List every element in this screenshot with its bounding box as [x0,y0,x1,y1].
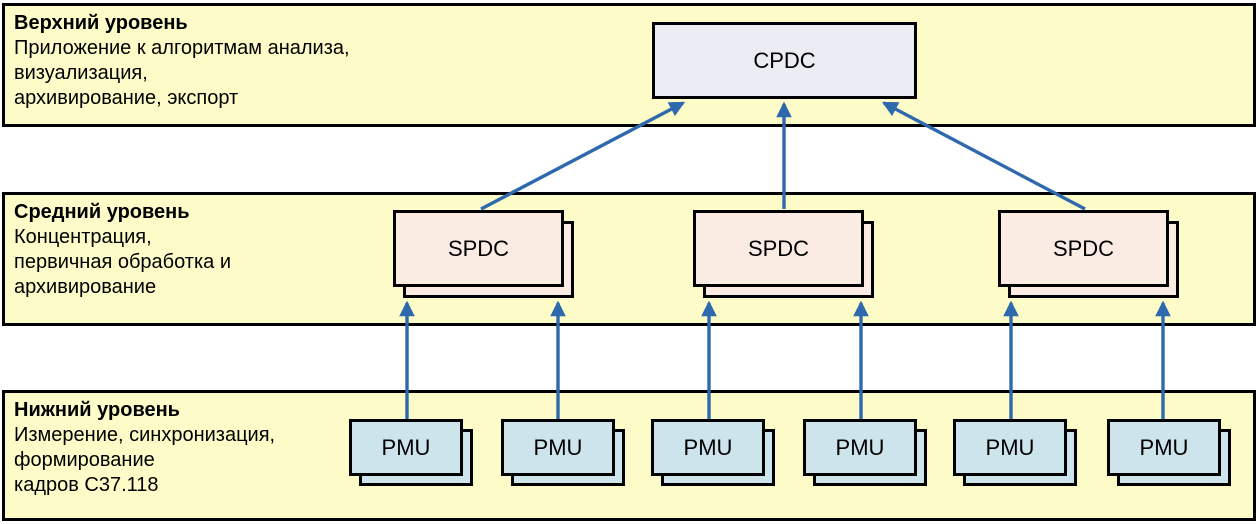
pmu-node-2: PMU [501,419,615,476]
level-title: Верхний уровень [14,12,188,34]
level-description-line: Приложение к алгоритмам анализа, [14,37,350,59]
level-description-line: первичная обработка и [14,251,232,273]
level-description-line: Концентрация, [14,226,152,248]
level-title: Средний уровень [14,201,190,223]
level-title: Нижний уровень [14,399,180,421]
level-description-line: визуализация, [14,62,148,84]
level-band-lower-text: Нижний уровень Измерение, синхронизация,… [14,398,275,498]
spdc-node-3: SPDC [998,210,1169,287]
level-description-line: архивирование, экспорт [14,87,239,109]
level-band-upper: Верхний уровень Приложение к алгоритмам … [2,3,1256,127]
level-description-line: кадров C37.118 [14,474,159,496]
level-band-middle-text: Средний уровень Концентрация, первичная … [14,200,231,300]
cpdc-node: CPDC [652,22,917,99]
pmu-node-1: PMU [349,419,463,476]
pmu-node-5: PMU [953,419,1067,476]
pmu-node-6: PMU [1107,419,1221,476]
level-description-line: формирование [14,449,155,471]
level-description-line: Измерение, синхронизация, [14,424,276,446]
level-description-line: архивирование [14,276,157,298]
pmu-node-4: PMU [803,419,917,476]
pmu-node-3: PMU [651,419,765,476]
spdc-node-1: SPDC [393,210,564,287]
level-band-upper-text: Верхний уровень Приложение к алгоритмам … [14,11,350,111]
spdc-node-2: SPDC [693,210,864,287]
